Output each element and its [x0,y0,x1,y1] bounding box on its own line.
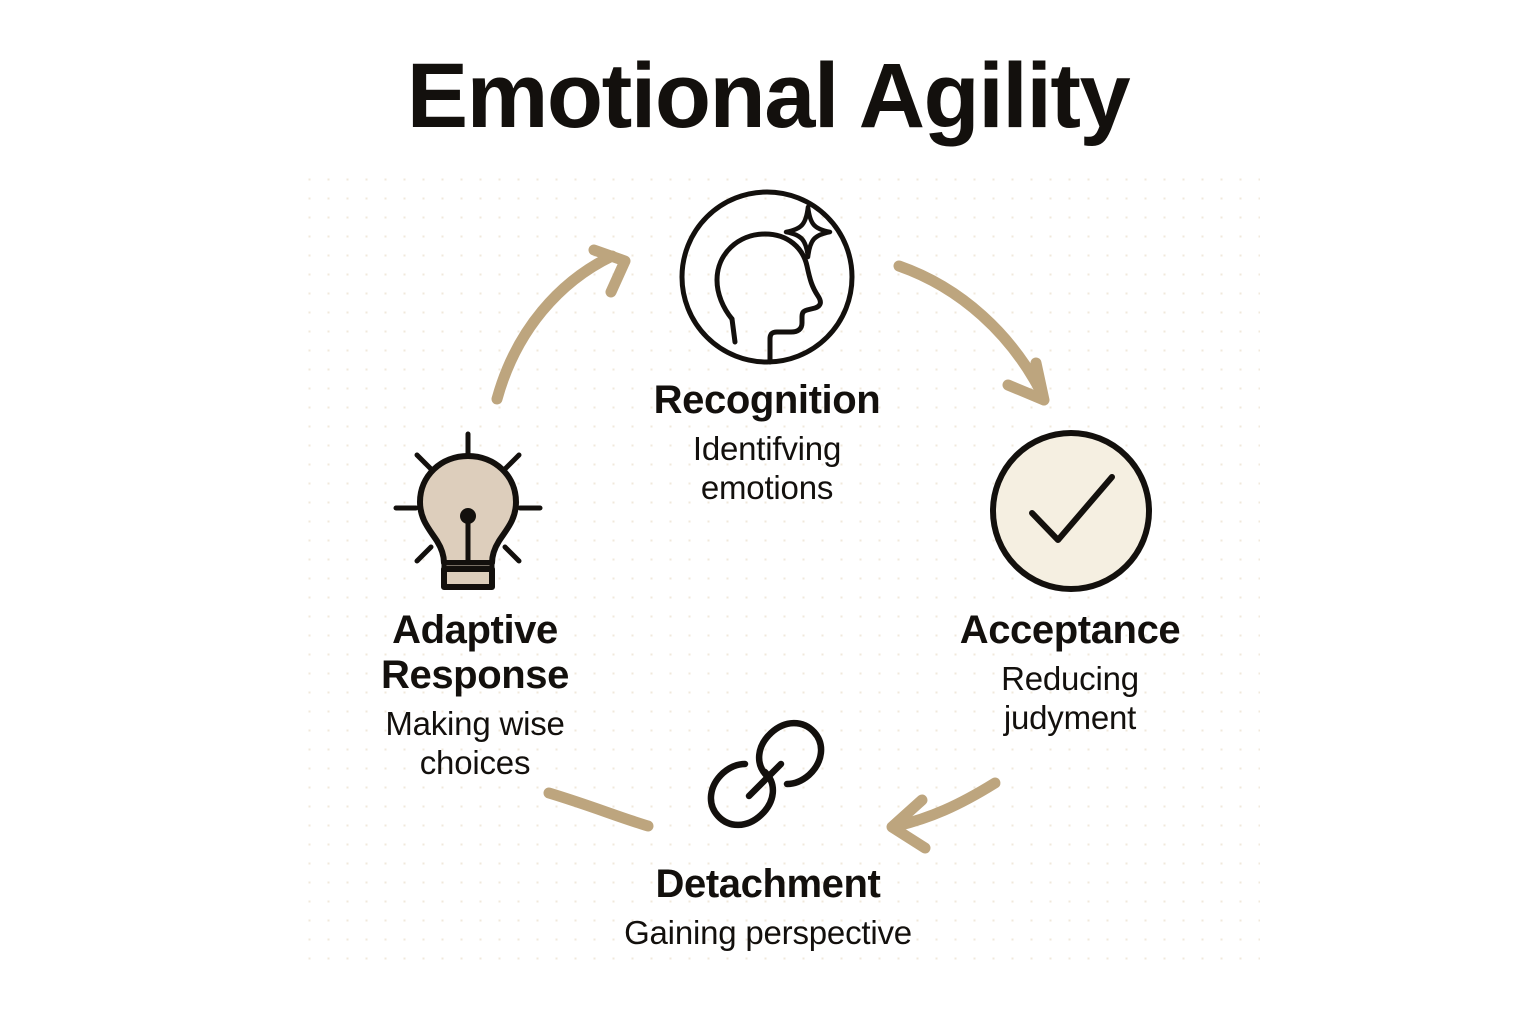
recognition-caption: Identifving emotions [692,429,842,507]
recognition-icon-wrap [676,186,858,373]
detachment-title: Detachment [655,862,881,906]
lightbulb-icon [393,431,543,590]
head-profile-sparkle-icon [679,189,855,365]
acceptance-icon-wrap [988,428,1154,599]
acceptance-title: Acceptance [959,608,1181,652]
arrow-detachment-to-adaptive [543,787,654,832]
page-title: Emotional Agility [406,45,1131,147]
adaptive-response-icon-wrap [382,424,554,601]
adaptive-response-caption: Making wise choices [385,704,565,782]
recognition-text: Recognition Identifving emotions [567,378,967,508]
detachment-text: Detachment Gaining perspective [538,862,998,952]
recognition-title: Recognition [653,378,881,422]
checkmark-circle-icon [990,430,1152,592]
detachment-icon-wrap [705,713,827,840]
adaptive-response-text: Adaptive Response Making wise choices [290,608,660,783]
acceptance-text: Acceptance Reducing judyment [875,608,1265,738]
arrow-acceptance-to-detachment [886,777,1001,854]
arrow-adaptive-to-recognition [491,244,631,405]
adaptive-response-title: Adaptive Response [381,608,569,697]
detachment-caption: Gaining perspective [624,913,912,951]
broken-chain-link-icon [707,719,825,829]
acceptance-caption: Reducing judyment [1001,659,1139,737]
